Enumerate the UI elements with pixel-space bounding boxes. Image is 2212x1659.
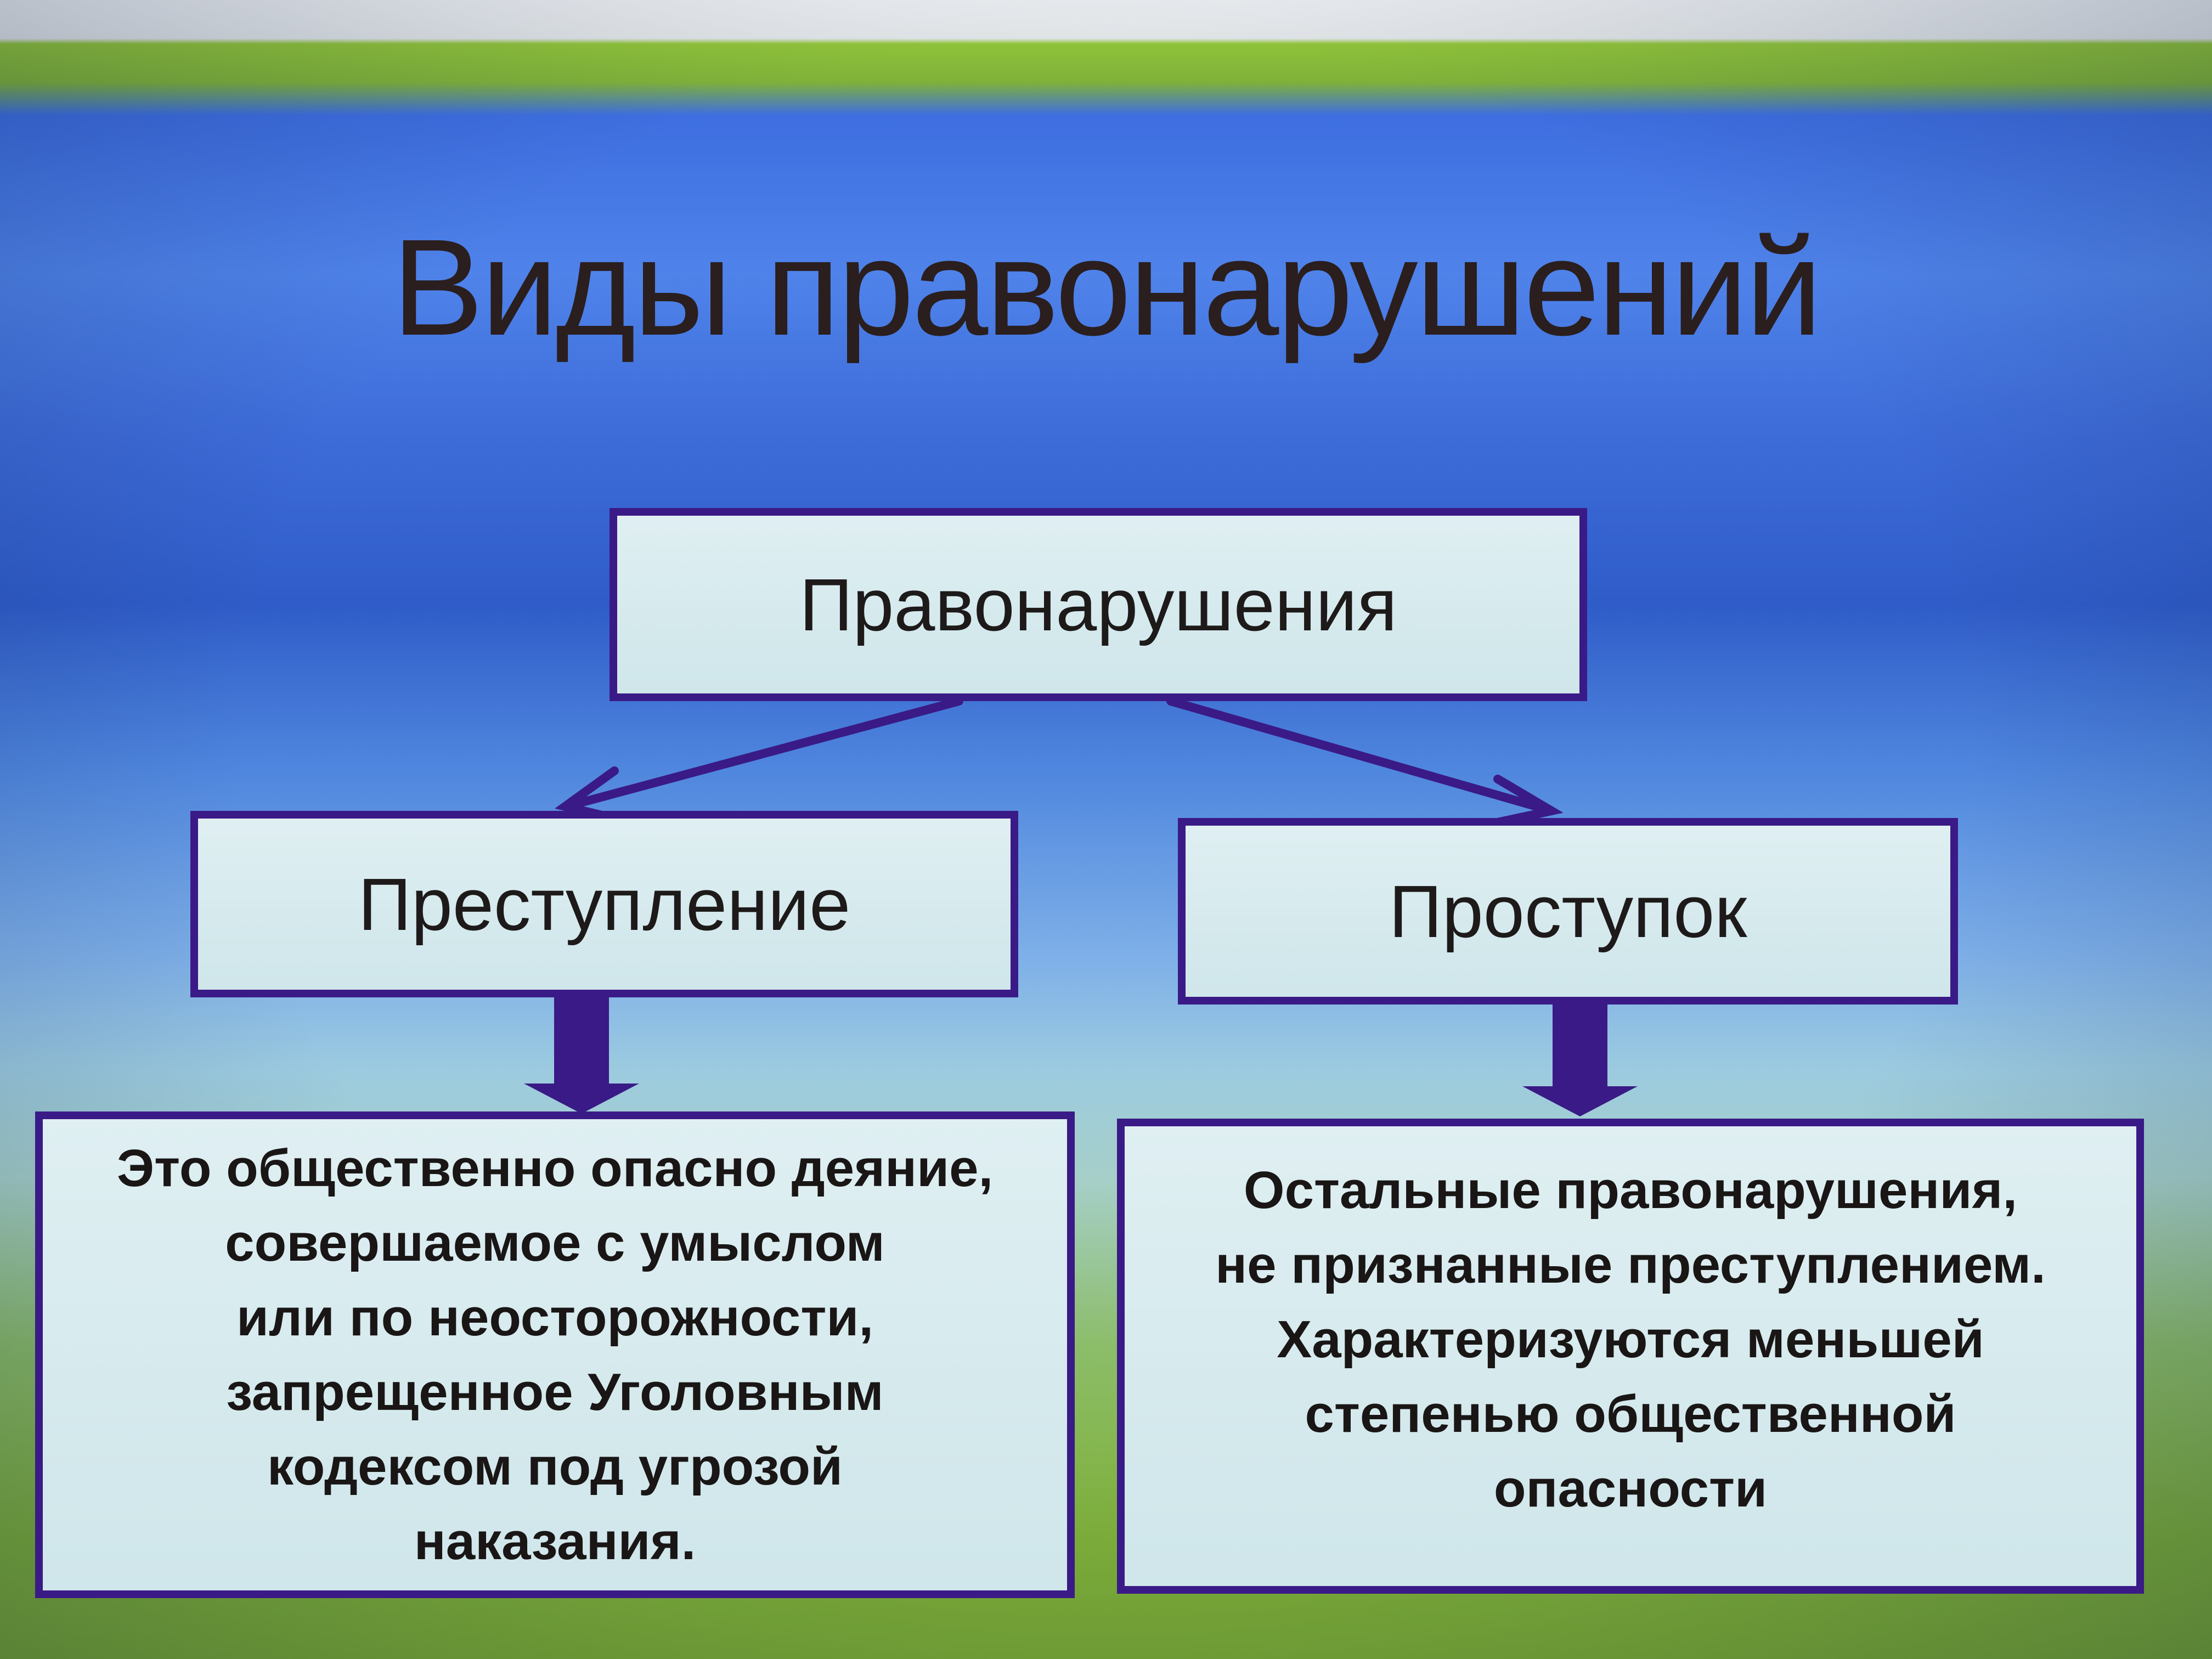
misdemeanor-box: Проступок (1178, 818, 1958, 1005)
crime-description-line: совершаемое с умыслом (225, 1213, 885, 1272)
misdemeanor-description-line: Остальные правонарушения, (1243, 1161, 2018, 1220)
root-label: Правонарушения (799, 563, 1397, 646)
crime-box: Преступление (190, 811, 1018, 997)
misdemeanor-description-box: Остальные правонарушения, не признанные … (1117, 1119, 2144, 1594)
crime-description-line: кодексом под угрозой (267, 1437, 843, 1496)
crime-description-line: наказания. (414, 1511, 696, 1571)
misdemeanor-description-line: опасности (1493, 1459, 1768, 1518)
misdemeanor-label: Проступок (1389, 870, 1747, 953)
root-box: Правонарушения (610, 508, 1587, 701)
crime-description-line: или по неосторожности, (236, 1288, 874, 1347)
misdemeanor-description-line: степенью общественной (1305, 1385, 1956, 1443)
arrow-to-misdemeanor (1166, 697, 1550, 814)
misdemeanor-description-line: не признанные преступлением. (1215, 1235, 2046, 1294)
arrow-to-crime (566, 697, 963, 810)
crime-label: Преступление (358, 862, 851, 946)
slide-title: Виды правонарушений (392, 211, 1822, 364)
down-arrow-misdemeanor (1522, 1005, 1638, 1116)
crime-description-line: запрещенное Уголовным (226, 1362, 884, 1421)
misdemeanor-description-line: Характеризуются меньшей (1277, 1310, 1984, 1369)
down-arrow-crime (524, 997, 639, 1114)
crime-description-line: Это общественно опасно деяние, (116, 1138, 994, 1198)
crime-description-box: Это общественно опасно деяние, совершаем… (35, 1111, 1075, 1598)
